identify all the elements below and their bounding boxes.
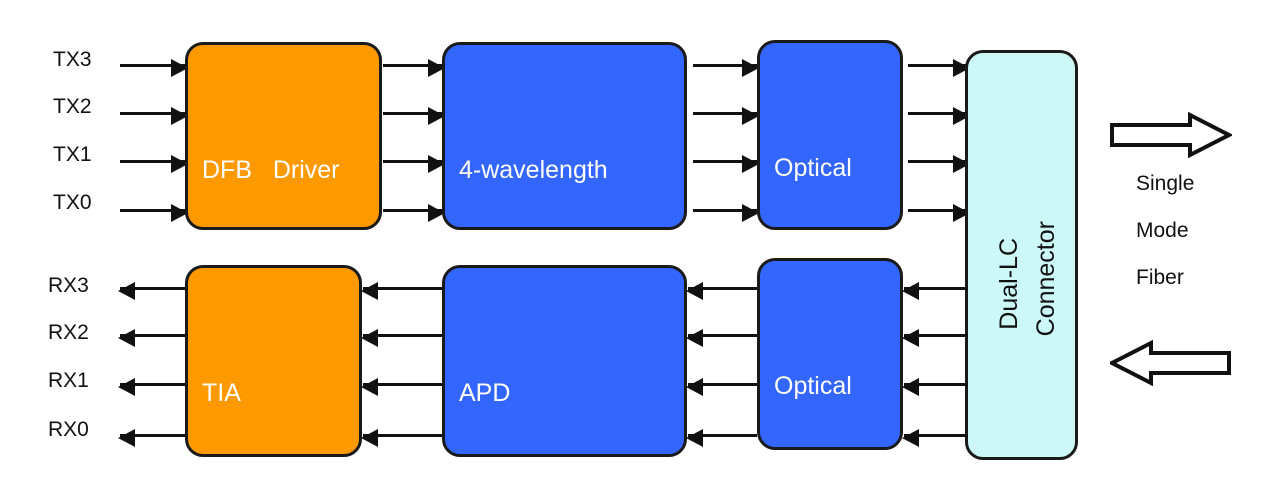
fiber-caption-line3: Fiber <box>1136 266 1184 289</box>
block-tia-array[interactable]: TIA Array (4ch) <box>185 265 362 457</box>
block-dfb-laser-array[interactable]: 4-wavelength DFB laser Array (4ch) <box>442 42 687 460</box>
signal-arrow-mux-connector-ch2 <box>908 107 970 125</box>
signal-arrow-tx3-in <box>120 59 188 77</box>
port-label-tx0: TX0 <box>53 191 92 214</box>
signal-arrow-laser-mux-ch0 <box>693 204 759 222</box>
block-apd-line1: APD <box>459 379 511 407</box>
signal-arrow-connector-demux-ch2 <box>902 329 968 347</box>
signal-arrow-mux-connector-ch1 <box>908 155 970 173</box>
signal-arrow-mux-connector-ch3 <box>908 59 970 77</box>
signal-arrow-tx1-in <box>120 155 188 173</box>
block-optical-demux-line1: Optical <box>774 372 852 400</box>
signal-arrow-connector-demux-ch0 <box>902 429 968 447</box>
signal-arrow-tx2-in <box>120 107 188 125</box>
block-dual-lc-connector[interactable]: Dual-LC Connector <box>965 50 1078 460</box>
connector-label-connector: Connector <box>1032 221 1060 337</box>
signal-arrow-apd-tia-ch2 <box>361 329 443 347</box>
signal-arrow-apd-tia-ch3 <box>361 282 443 300</box>
port-label-tx1: TX1 <box>53 143 92 166</box>
signal-arrow-connector-demux-ch3 <box>902 282 968 300</box>
signal-arrow-driver-laser-ch1 <box>383 155 445 173</box>
block-dfb-laser-line1: 4-wavelength <box>459 156 608 184</box>
signal-arrow-mux-connector-ch0 <box>908 204 970 222</box>
port-label-rx2: RX2 <box>48 321 89 344</box>
block-optical-mux[interactable]: Optical MUX <box>757 40 903 320</box>
signal-arrow-apd-tia-ch1 <box>361 378 443 396</box>
block-apd-array[interactable]: APD Array (4ch) <box>442 265 687 457</box>
port-label-rx0: RX0 <box>48 418 89 441</box>
signal-arrow-connector-demux-ch1 <box>902 378 968 396</box>
fiber-arrow-transmit-icon <box>1110 112 1232 158</box>
signal-arrow-demux-apd-ch1 <box>686 378 757 396</box>
block-dfb-driver-line1: DFB Driver <box>202 156 340 184</box>
port-label-tx2: TX2 <box>53 95 92 118</box>
fiber-caption-line2: Mode <box>1136 219 1189 242</box>
signal-arrow-laser-mux-ch2 <box>693 107 759 125</box>
signal-arrow-driver-laser-ch3 <box>383 59 445 77</box>
signal-arrow-driver-laser-ch0 <box>383 204 445 222</box>
signal-arrow-laser-mux-ch3 <box>693 59 759 77</box>
signal-arrow-demux-apd-ch0 <box>686 429 757 447</box>
connector-label-group: Dual-LC Connector <box>968 53 1075 457</box>
signal-arrow-rx1-out <box>118 378 186 396</box>
signal-arrow-demux-apd-ch2 <box>686 329 757 347</box>
fiber-arrow-receive-icon <box>1110 340 1232 386</box>
signal-arrow-demux-apd-ch3 <box>686 282 757 300</box>
port-label-rx3: RX3 <box>48 274 89 297</box>
signal-arrow-rx0-out <box>118 429 186 447</box>
signal-arrow-rx2-out <box>118 329 186 347</box>
port-label-rx1: RX1 <box>48 369 89 392</box>
block-tia-line1: TIA <box>202 379 241 407</box>
signal-arrow-driver-laser-ch2 <box>383 107 445 125</box>
block-optical-demux[interactable]: Optical DeMUX <box>757 258 903 450</box>
signal-arrow-rx3-out <box>118 282 186 300</box>
signal-arrow-tx0-in <box>120 204 188 222</box>
signal-arrow-laser-mux-ch1 <box>693 155 759 173</box>
fiber-caption-line1: Single <box>1136 172 1195 195</box>
port-label-tx3: TX3 <box>53 48 92 71</box>
block-dfb-driver-array[interactable]: DFB Driver Array (4ch) <box>185 42 382 322</box>
signal-arrow-apd-tia-ch0 <box>361 429 443 447</box>
block-optical-mux-line1: Optical <box>774 154 852 182</box>
